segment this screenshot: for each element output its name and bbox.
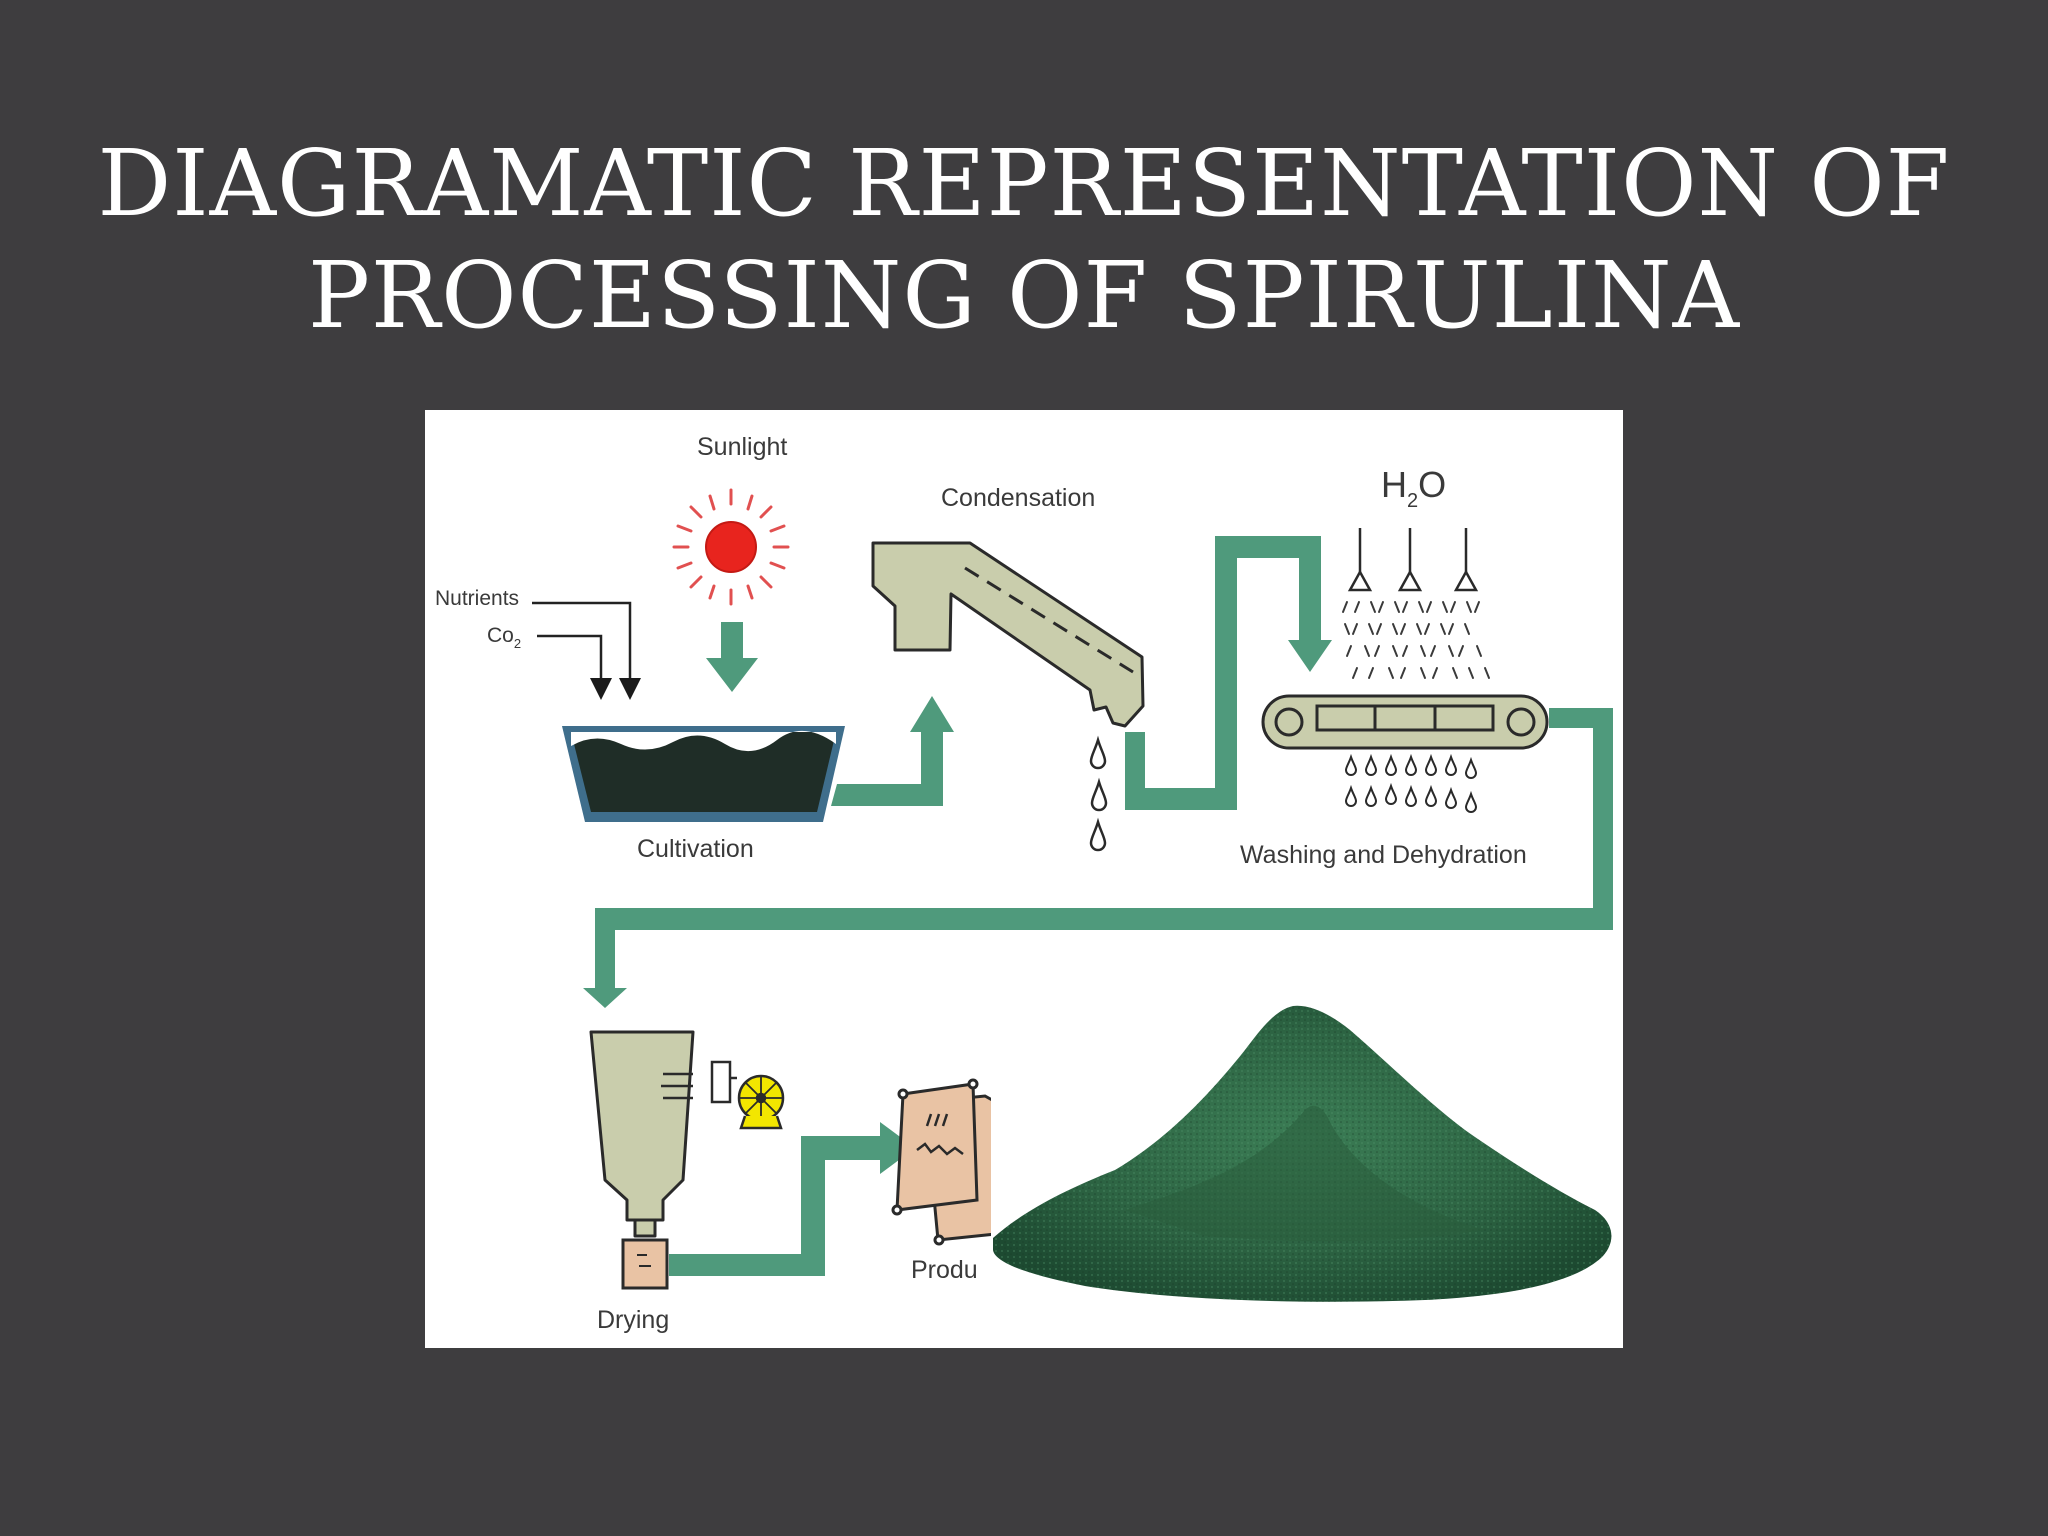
cultivation-tank xyxy=(562,726,845,822)
pipe-cultivation-to-condensation xyxy=(831,696,954,806)
washing-dehydration-label: Washing and Dehydration xyxy=(1240,841,1527,869)
water-sprayers xyxy=(1347,528,1479,592)
slide-title-line-2: PROCESSING OF SPIRULINA xyxy=(307,242,1741,349)
nutrient-arrow-icon xyxy=(590,678,612,700)
water-label: H2O xyxy=(1381,464,1446,512)
co2-label: Co2 xyxy=(487,624,521,651)
condensation-label: Condensation xyxy=(941,484,1095,512)
cultivation-label: Cultivation xyxy=(637,835,754,863)
dried-product-bag xyxy=(621,1238,669,1290)
pipe-drying-to-product xyxy=(669,1122,915,1276)
product-label: Produ xyxy=(911,1256,978,1284)
spirulina-powder-image xyxy=(991,998,1623,1348)
condensation-droplets xyxy=(1089,735,1108,852)
sunlight-arrow xyxy=(706,622,758,692)
drying-tower xyxy=(589,1030,695,1238)
fan-icon xyxy=(710,1060,785,1130)
dehydration-droplets xyxy=(1344,753,1478,813)
nutrient-feed-lines xyxy=(532,601,632,682)
condensation-machine xyxy=(871,541,1145,728)
spirulina-process-diagram: Sunlight N xyxy=(425,410,1623,1348)
nutrients-label: Nutrients xyxy=(435,587,519,610)
drying-airflow-lines xyxy=(661,1072,693,1100)
sunlight-label: Sunlight xyxy=(697,433,787,461)
slide-title: DIAGRAMATIC REPRESENTATION OF PROCESSING… xyxy=(0,128,2048,352)
co2-arrow-icon xyxy=(619,678,641,700)
pipe-condensation-to-washing xyxy=(1125,536,1332,810)
conveyor-belt xyxy=(1261,694,1549,750)
water-spray-streaks xyxy=(1342,601,1490,679)
sun-icon xyxy=(672,488,790,606)
drying-label: Drying xyxy=(597,1306,669,1334)
slide-title-line-1: DIAGRAMATIC REPRESENTATION OF xyxy=(97,130,1951,237)
